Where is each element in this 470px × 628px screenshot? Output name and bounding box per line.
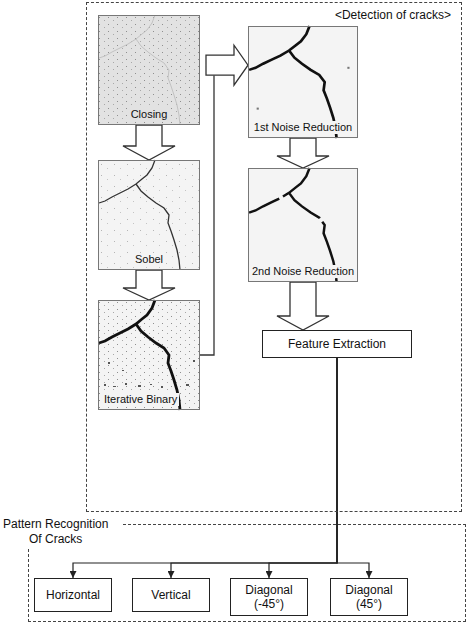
process-group: Horizontal Vertical Diagonal (-45°) Diagona… [28, 524, 466, 622]
box-label: Diagonal (-45°) [236, 583, 302, 611]
image-panel: Closing [98, 15, 200, 125]
bracket-line [200, 75, 214, 355]
class-box: Horizontal [34, 578, 112, 612]
noise-image-2 [248, 168, 358, 282]
image-texture [98, 300, 200, 410]
box-label: Vertical [151, 588, 190, 602]
image-label: Iterative Binary [102, 393, 179, 406]
branch-arrow [337, 358, 369, 578]
noise-dot [347, 67, 349, 69]
flow-arrow [200, 45, 248, 355]
sobel-image [98, 160, 200, 270]
noise-dot [257, 108, 259, 110]
image-panel: 2nd Noise Reduction [248, 168, 358, 282]
image-panel: Sobel [98, 160, 200, 270]
branch-arrow [171, 358, 337, 578]
closing-image [98, 15, 200, 125]
image-panel: Iterative Binary [98, 300, 200, 410]
block-arrow [123, 125, 175, 160]
block-arrow [123, 270, 175, 300]
binary-image [98, 300, 200, 410]
branch-line [269, 358, 337, 578]
crack-line [99, 15, 180, 125]
flow-arrow [277, 282, 329, 330]
branch-line [337, 358, 369, 578]
image-label: Closing [129, 108, 170, 121]
image-label: 2nd Noise Reduction [250, 265, 356, 278]
noise-dots [104, 360, 195, 388]
crack-line [99, 160, 180, 270]
image-ground [248, 168, 358, 282]
box-label: Horizontal [46, 588, 100, 602]
crack-line [99, 300, 180, 410]
image-texture [98, 160, 200, 270]
flow-arrow [277, 138, 329, 168]
class-box: Vertical [132, 578, 210, 612]
process-box: Feature Extraction [262, 330, 412, 358]
class-box: Diagonal (45°) [330, 578, 408, 616]
flow-arrow [123, 125, 175, 160]
block-arrow [206, 45, 248, 85]
image-panel: 1st Noise Reduction [248, 26, 358, 138]
image-ground [98, 160, 200, 270]
group-title: <Detection of cracks> [333, 8, 453, 23]
block-arrow [277, 282, 329, 330]
group-title: Pattern Recognition Of Cracks [3, 517, 121, 547]
process-group: ClosingSobelIterative Binary 1st Noise Re… [86, 2, 462, 512]
block-arrow [277, 138, 329, 168]
image-label: Sobel [133, 253, 165, 266]
noise-image-1 [248, 26, 358, 138]
box-label: Feature Extraction [288, 337, 386, 351]
branch-line [171, 358, 337, 578]
flow-arrow [123, 270, 175, 300]
image-texture [98, 15, 200, 125]
branch-arrow [269, 358, 337, 578]
class-box: Diagonal (-45°) [230, 578, 308, 616]
image-ground [98, 15, 200, 125]
image-ground [98, 300, 200, 410]
image-ground [248, 26, 358, 138]
image-label: 1st Noise Reduction [252, 121, 354, 134]
box-label: Diagonal (45°) [336, 583, 402, 611]
